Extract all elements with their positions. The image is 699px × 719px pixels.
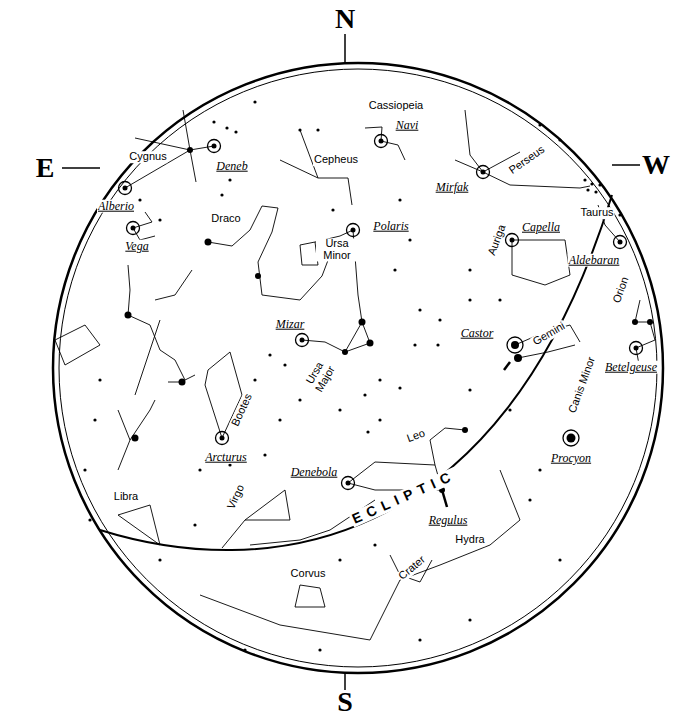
- star-name: Mirfak: [435, 181, 470, 194]
- compass-letter: W: [642, 150, 670, 179]
- constellation-name: Ursa Major: [300, 352, 341, 400]
- star-name: Navi: [395, 119, 420, 132]
- star-name: Aldebaran: [568, 254, 621, 267]
- star-name: Alberio: [97, 200, 135, 213]
- compass-letter: E: [36, 153, 55, 182]
- star-name: Arcturus: [204, 451, 248, 464]
- constellation-name: Hydra: [454, 534, 485, 546]
- star-name: Vega: [124, 240, 149, 253]
- constellation-name: Libra: [113, 491, 139, 503]
- constellation-name: Ursa Minor: [316, 238, 358, 261]
- constellation-name: Cepheus: [313, 154, 359, 166]
- star-name: Deneb: [215, 160, 248, 173]
- star-name: Polaris: [372, 220, 409, 233]
- star-rings: [119, 135, 643, 490]
- star-name: Capella: [521, 221, 561, 234]
- ecliptic-line: [100, 195, 612, 550]
- constellation-name: Leo: [404, 427, 427, 445]
- star-name: Denebola: [290, 466, 339, 479]
- star-name: Betelgeuse: [604, 361, 658, 374]
- constellation-name: Cygnus: [128, 151, 167, 163]
- constellation-name: Bootes: [229, 391, 255, 429]
- constellation-name: Virgo: [225, 482, 247, 512]
- constellation-name: Cassiopeia: [368, 100, 424, 112]
- constellation-lines: [55, 110, 655, 640]
- star-name: Mizar: [275, 318, 306, 331]
- constellation-name: Taurus: [579, 207, 614, 219]
- constellation-name: Draco: [210, 213, 241, 225]
- star-name: Procyon: [550, 452, 592, 465]
- star-name: Regulus: [428, 514, 469, 527]
- constellation-name: Crater: [396, 553, 428, 583]
- star-name: Castor: [460, 327, 495, 340]
- faint-stars: [83, 100, 621, 651]
- bright-stars: [123, 139, 654, 494]
- constellation-name: Auriga: [486, 222, 508, 258]
- constellation-name: Canis Minor: [566, 355, 598, 416]
- constellation-name: Corvus: [290, 568, 327, 580]
- horizon-circle: [53, 34, 663, 690]
- constellation-name: Orion: [611, 274, 632, 305]
- constellation-name: Perseus: [506, 143, 547, 177]
- castor-tick: [504, 362, 510, 370]
- compass-letter: N: [335, 4, 355, 33]
- compass-letter: S: [337, 687, 353, 716]
